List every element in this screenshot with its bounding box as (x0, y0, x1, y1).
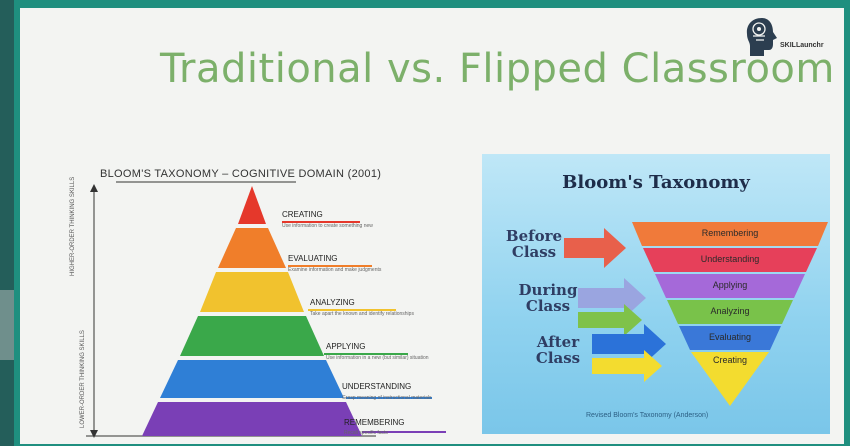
bloom-pyramid (86, 181, 446, 438)
phase-label-during: During Class (518, 281, 578, 315)
level-name-applying: APPLYING (326, 342, 366, 351)
band-label-understanding: Understanding (700, 254, 760, 264)
level-desc-creating: Use information to create something new (282, 223, 373, 229)
arrow-right-icon (578, 304, 642, 336)
level-desc-applying: Use information in a new (but similar) s… (326, 355, 429, 361)
panel-title: Bloom's Taxonomy (562, 172, 750, 193)
arrow-right-icon (592, 350, 662, 382)
level-desc-evaluating: Examine information and make judgments (288, 267, 382, 273)
arrow-right-icon (578, 278, 646, 318)
band-label-evaluating: Evaluating (708, 332, 752, 342)
logo: SKILLaunchr (742, 14, 826, 64)
level-name-remembering: REMEMBERING (344, 418, 405, 427)
brain-head-icon (746, 18, 777, 56)
lower-order-label: LOWER-ORDER THINKING SKILLS (80, 330, 86, 428)
slide: Traditional vs. Flipped Classroom SKILLa… (20, 8, 844, 444)
axis-arrow-up (90, 184, 98, 192)
pyramid-heading: BLOOM'S TAXONOMY – COGNITIVE DOMAIN (200… (100, 168, 382, 180)
bloom-inverted-panel: Bloom's Taxonomy Before Class During Cla… (482, 154, 830, 434)
level-name-evaluating: EVALUATING (288, 254, 338, 263)
pyramid-tier-understanding (160, 360, 344, 398)
level-name-understanding: UNDERSTANDING (342, 382, 412, 391)
level-name-creating: CREATING (282, 210, 323, 219)
pyramid-tier-creating (238, 186, 266, 224)
arrow-right-icon (564, 228, 626, 268)
pyramid-tier-analyzing (200, 272, 304, 312)
axis-arrow-down (90, 430, 98, 438)
band-evaluating (679, 326, 781, 350)
band-understanding (643, 248, 817, 272)
band-label-applying: Applying (712, 280, 748, 290)
slide-title: Traditional vs. Flipped Classroom (160, 46, 835, 92)
band-label-analyzing: Analyzing (710, 306, 750, 316)
pyramid-tier-evaluating (218, 228, 286, 268)
inverted-pyramid (564, 222, 828, 406)
phase-label-after: After Class (535, 333, 581, 367)
panel-footnote: Revised Bloom's Taxonomy (Anderson) (586, 412, 709, 419)
window-edge-highlight (0, 290, 14, 360)
level-desc-remembering: Recall specific facts (344, 430, 388, 436)
level-name-analyzing: ANALYZING (310, 298, 355, 307)
band-applying (655, 274, 805, 298)
band-analyzing (667, 300, 793, 324)
pyramid-tier-applying (180, 316, 324, 356)
band-label-creating: Creating (712, 355, 748, 365)
band-remembering (632, 222, 828, 246)
band-creating (691, 352, 769, 406)
band-label-remembering: Remembering (701, 228, 759, 238)
higher-order-label: HIGHER-ORDER THINKING SKILLS (70, 176, 76, 276)
pyramid-tier-remembering (142, 402, 362, 436)
logo-text: SKILLaunchr (780, 42, 824, 49)
level-desc-analyzing: Take apart the known and identify relati… (310, 311, 414, 317)
window-edge (0, 0, 14, 446)
phase-label-before: Before Class (505, 227, 563, 261)
level-desc-understanding: Grasp meaning of instructional materials (342, 395, 432, 401)
